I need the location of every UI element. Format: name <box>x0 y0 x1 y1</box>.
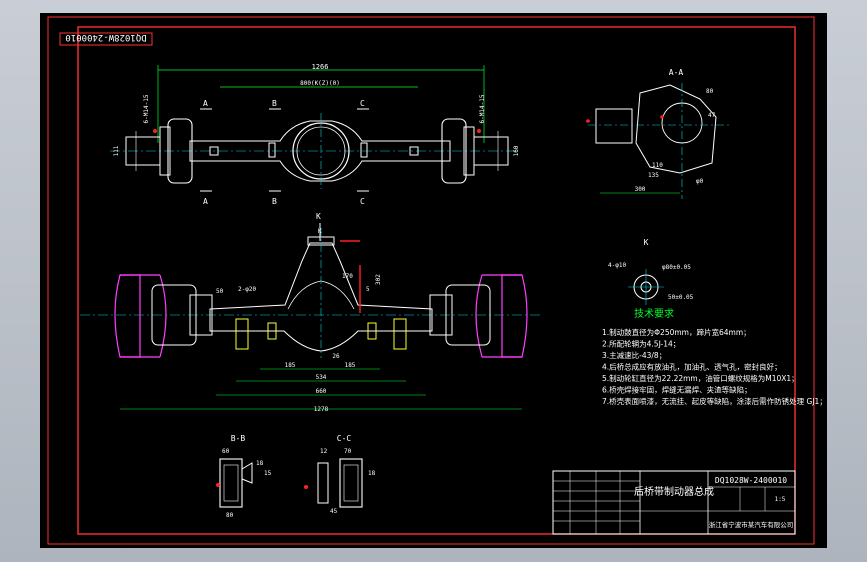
front-view: K <box>80 212 540 413</box>
dim-185-left: 185 <box>285 362 296 369</box>
dim-k-50: 50±0.05 <box>668 294 694 301</box>
section-a-top: A <box>203 99 208 108</box>
dim-6m14-right: 6-M14-15 <box>479 94 486 123</box>
section-b-bottom: B <box>272 197 277 206</box>
dim-bb-80: 80 <box>226 512 234 519</box>
dim-k-4x10: 4-φ10 <box>608 262 626 269</box>
dim-front-k: K <box>318 228 322 235</box>
dim-bb-15: 15 <box>264 470 272 477</box>
section-c-top: C <box>360 99 365 108</box>
dim-cc-70: 70 <box>344 448 352 455</box>
view-k-title: K <box>644 238 649 247</box>
title-block: 后桥带制动器总成 DQ1028W-2400010 1:5 浙江省宁波市某汽车有限… <box>552 470 796 535</box>
dim-170: 170 <box>342 273 353 280</box>
title-code: DQ1028W-2400010 <box>715 476 787 485</box>
tech-line: 2.所配轮辋为4.5J-14； <box>602 339 680 349</box>
dim-k-80: φ80±0.05 <box>662 264 691 271</box>
section-b-top: B <box>272 99 277 108</box>
view-k: K 4-φ10 φ80±0.05 50±0.05 <box>608 238 694 305</box>
tech-line: 7.桥壳表面喷漆，无流挂、起皮等缺陷，涂漆后需作防锈处理 GJ1； <box>602 396 827 406</box>
view-cc-title: C-C <box>337 434 352 443</box>
inner-border <box>77 26 796 535</box>
section-a-bottom: A <box>203 197 208 206</box>
dim-cc-18: 18 <box>368 470 376 477</box>
dim-cc-45: 45 <box>330 508 338 515</box>
dim-aa-80: 80 <box>706 88 714 95</box>
k-arrow-label: K <box>316 212 321 221</box>
title-company: 浙江省宁波市某汽车有限公司 <box>709 520 794 529</box>
code-box <box>59 32 153 46</box>
dim-185-right: 185 <box>345 362 356 369</box>
title-name: 后桥带制动器总成 <box>634 485 714 498</box>
tech-line: 6.桥壳焊接牢固，焊缝无漏焊、夹渣等缺陷； <box>602 385 752 395</box>
view-bb-title: B-B <box>231 434 246 443</box>
dim-aa-135: 135 <box>648 172 659 179</box>
dim-534: 534 <box>316 374 327 381</box>
code-rotated: DQ1028W-2400010 <box>65 32 146 42</box>
dim-6m14-left: 6-M14-15 <box>143 94 150 123</box>
dim-660: 660 <box>316 388 327 395</box>
dim-2x20: 2-φ20 <box>238 286 256 293</box>
view-aa-title: A-A <box>669 68 684 77</box>
dim-800: 800(K(Z)(0) <box>300 80 340 87</box>
dim-160: 160 <box>513 145 520 156</box>
dim-aa-47: 47 <box>708 112 716 119</box>
view-bb: B-B 60 18 15 80 <box>216 434 272 519</box>
tech-title: 技术要求 <box>634 307 674 320</box>
dim-1278: 1278 <box>314 406 329 413</box>
dim-5: 5 <box>366 286 370 293</box>
tech-line: 1.制动鼓直径为Φ250mm，蹄片宽64mm； <box>602 327 751 337</box>
drawing-canvas[interactable]: DQ1028W-2400010 1266 800(K(Z)(0) <box>40 13 827 548</box>
title-scale: 1:5 <box>775 496 786 503</box>
tech-line: 4.后桥总成应有放油孔，加油孔、透气孔，密封良好； <box>602 362 782 372</box>
view-aa: A-A 80 47 110 135 300 φ0 <box>586 68 732 199</box>
dim-aa-60: φ0 <box>696 178 704 185</box>
tech-lines: 1.制动鼓直径为Φ250mm，蹄片宽64mm； 2.所配轮辋为4.5J-14；3.… <box>602 327 827 406</box>
dim-bb-60: 60 <box>222 448 230 455</box>
dim-aa-110: 110 <box>652 162 663 169</box>
dim-1266: 1266 <box>312 63 329 71</box>
dim-aa-300: 300 <box>635 186 646 193</box>
tech-line: 3.主减速比-43/8； <box>602 350 666 360</box>
view-cc: C-C 12 70 45 18 <box>304 434 376 515</box>
outer-border <box>47 16 815 545</box>
dim-111: 111 <box>113 145 120 156</box>
dim-26: 26 <box>332 353 340 360</box>
dim-cc-12: 12 <box>320 448 328 455</box>
dim-50: 50 <box>216 288 224 295</box>
tech-line: 5.制动轮缸直径为22.22mm，油管口螺纹规格为M10X1； <box>602 373 799 383</box>
section-c-bottom: C <box>360 197 365 206</box>
tech-requirements: 技术要求 1.制动鼓直径为Φ250mm，蹄片宽64mm； 2.所配轮辋为4.5J-… <box>602 307 827 406</box>
drawing-svg: DQ1028W-2400010 1266 800(K(Z)(0) <box>47 16 827 545</box>
top-view: 1266 800(K(Z)(0) <box>110 63 520 206</box>
dim-302: 302 <box>375 274 382 285</box>
dim-bb-18: 18 <box>256 460 264 467</box>
